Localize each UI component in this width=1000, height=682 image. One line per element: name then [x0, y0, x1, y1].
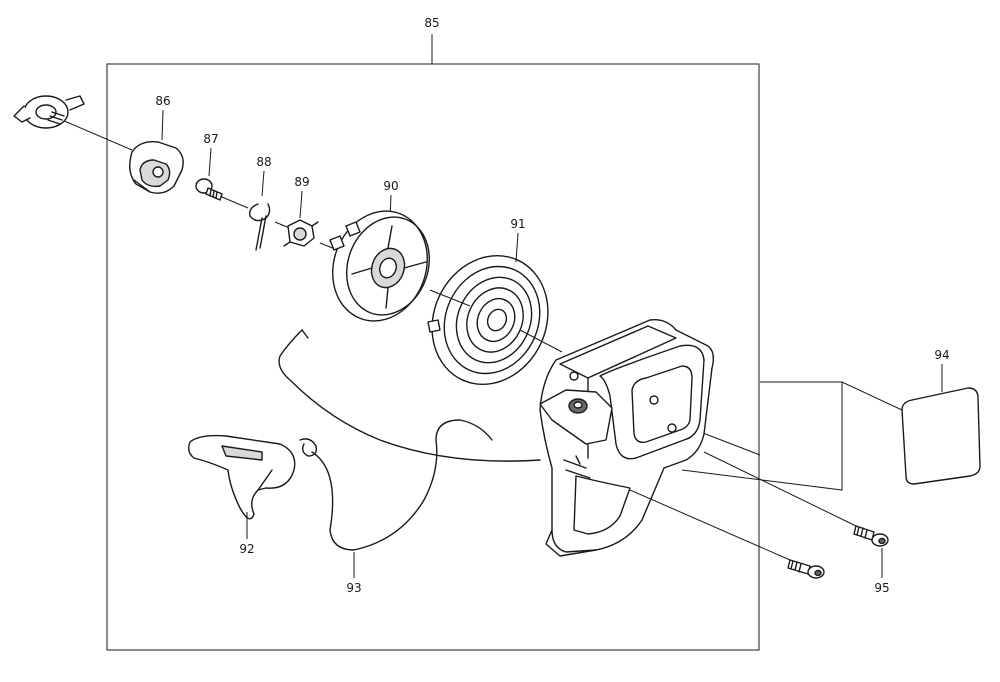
rope-pulley-90 — [329, 210, 430, 322]
callout-94: 94 — [934, 348, 949, 362]
callout-90: 90 — [383, 179, 398, 193]
clutch-drum-86 — [129, 141, 184, 194]
callout-85: 85 — [424, 16, 439, 30]
spring-clip-88 — [248, 203, 271, 251]
bolt-87 — [195, 178, 223, 201]
screw-inner — [787, 559, 825, 579]
assembly-frame — [106, 63, 760, 651]
callout-89: 89 — [294, 175, 309, 189]
starter-rope-93 — [278, 329, 541, 551]
callout-93: 93 — [346, 581, 361, 595]
ratchet-89 — [283, 219, 319, 247]
recoil-spring-91 — [427, 254, 549, 386]
plate-94 — [901, 387, 981, 485]
callout-88: 88 — [256, 155, 271, 169]
starter-housing — [539, 319, 715, 557]
callout-95: 95 — [874, 581, 889, 595]
starter-handle-92 — [187, 434, 296, 520]
screw-95 — [853, 525, 889, 547]
assembly-axis — [61, 119, 761, 456]
engine-side-holder — [13, 95, 85, 129]
callout-87: 87 — [203, 132, 218, 146]
callout-92: 92 — [239, 542, 254, 556]
callout-91: 91 — [510, 217, 525, 231]
callout-86: 86 — [155, 94, 170, 108]
